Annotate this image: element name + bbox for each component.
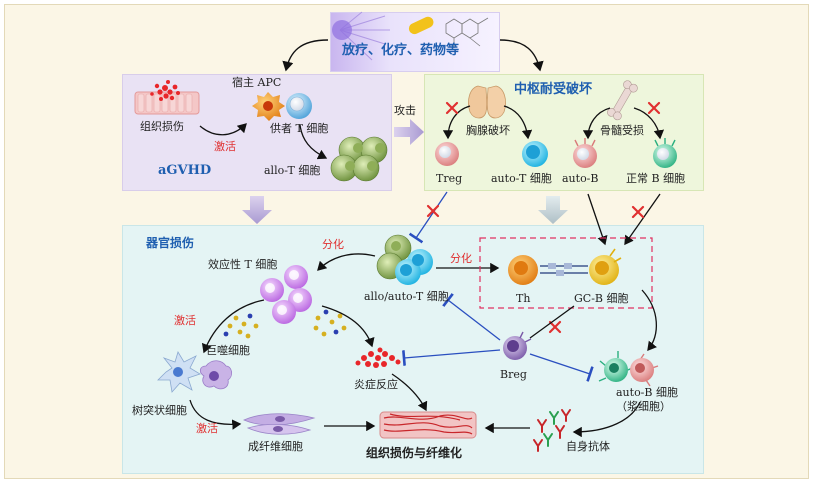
- plasma-note-label: （浆细胞）: [616, 400, 671, 413]
- treatment-art: [332, 11, 489, 61]
- donor-t-cell: [286, 93, 312, 119]
- thymus-icon: [468, 85, 506, 119]
- capsule-icon: [408, 16, 434, 35]
- organ-damage-title: 器官损伤: [146, 236, 195, 250]
- attack-label: 攻击: [394, 104, 416, 117]
- treg-cell: [435, 142, 459, 166]
- treatment-box: [330, 12, 500, 72]
- differentiate-left-label: 分化: [322, 238, 344, 251]
- treg-label: Treg: [436, 172, 463, 185]
- cytokine-dots-left: [223, 313, 259, 339]
- down-arrow-left: [242, 196, 272, 224]
- autoantibody-icon: [533, 409, 571, 452]
- treatment-label: 放疗、化疗、药物等: [342, 43, 460, 58]
- central-tolerance-title: 中枢耐受破坏: [514, 82, 593, 97]
- fibrosis-tissue-icon: [379, 411, 477, 439]
- auto-t-cell: [522, 141, 548, 167]
- host-apc-cell: [252, 92, 285, 121]
- inflammation-label: 炎症反应: [354, 378, 398, 391]
- down-arrow-right: [538, 196, 568, 224]
- th-cell: [508, 255, 538, 285]
- auto-b-plasma-cells: [598, 351, 659, 387]
- auto-b-plasma-label: auto-B 细胞: [616, 386, 678, 399]
- block-x-marks-organ: [426, 204, 645, 334]
- fibrosis-label: 组织损伤与纤维化: [366, 446, 463, 460]
- differentiate-right-label: 分化: [450, 252, 472, 265]
- allo-t-cell-cluster: [330, 136, 388, 182]
- thymus-label: 胸腺破坏: [466, 124, 510, 137]
- th-gcb-box: [479, 237, 653, 309]
- breg-label: Breg: [500, 368, 527, 381]
- breg-cell: [503, 331, 532, 360]
- normal-b-label: 正常 B 细胞: [626, 172, 686, 185]
- gc-b-cell: [589, 248, 622, 285]
- inflammation-icon: [355, 347, 401, 368]
- allo-t-label: allo-T 细胞: [264, 164, 321, 177]
- dendritic-label: 树突状细胞: [132, 404, 187, 417]
- donor-t-label: 供者 T 细胞: [270, 122, 329, 135]
- auto-b-label: auto-B: [562, 172, 599, 185]
- macrophage-cell: [200, 360, 232, 390]
- fibroblast-cells: [243, 413, 316, 435]
- allo-auto-t-label: allo/auto-T 细胞: [364, 290, 449, 303]
- bone-marrow-label: 骨髓受损: [600, 124, 644, 137]
- activate-label-fibroblast: 激活: [196, 422, 218, 435]
- effector-t-cells: [260, 265, 312, 324]
- tissue-damage-label: 组织损伤: [140, 120, 184, 133]
- effector-t-label: 效应性 T 细胞: [208, 258, 278, 271]
- macrophage-label: 巨噬细胞: [206, 344, 250, 357]
- auto-t-label: auto-T 细胞: [491, 172, 552, 185]
- activate-label-agvhd: 激活: [214, 140, 236, 153]
- dendritic-cell: [157, 351, 201, 393]
- auto-b-cell: [573, 138, 597, 168]
- activate-label-effector: 激活: [174, 314, 196, 327]
- block-x-marks-tolerance: [445, 101, 661, 115]
- attack-arrow: [394, 119, 424, 145]
- th-label: Th: [516, 292, 531, 305]
- tcr-bcr-links: [540, 263, 588, 276]
- host-apc-label: 宿主 APC: [232, 76, 282, 89]
- bone-icon: [607, 80, 638, 121]
- autoantibody-label: 自身抗体: [566, 440, 610, 453]
- agvhd-title: aGVHD: [158, 163, 212, 178]
- gc-b-label: GC-B 细胞: [574, 292, 629, 305]
- tissue-damage-icon: [134, 80, 200, 115]
- cytokine-dots-right: [313, 309, 347, 337]
- normal-b-cell: [653, 138, 677, 168]
- fibroblast-label: 成纤维细胞: [248, 440, 303, 453]
- molecule-icon: [445, 17, 489, 48]
- allo-auto-t-cluster: [376, 234, 433, 285]
